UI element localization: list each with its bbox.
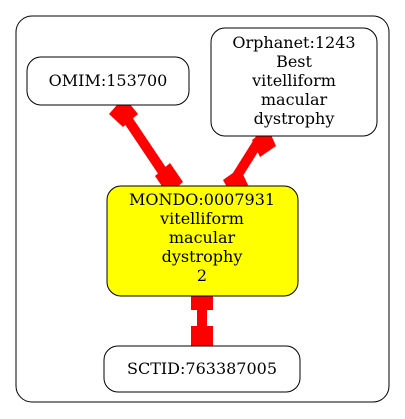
node-orphanet-box xyxy=(210,27,378,137)
node-sctid[interactable]: SCTID:763387005 xyxy=(103,345,301,393)
edge-mondo-sctid xyxy=(191,288,213,348)
node-mondo-label-4: dystrophy xyxy=(162,247,243,266)
edge-omim-mondo xyxy=(109,97,183,195)
node-omim-box xyxy=(26,56,190,106)
node-sctid-label: SCTID:763387005 xyxy=(127,359,277,378)
node-mondo-label-1: MONDO:0007931 xyxy=(129,190,275,209)
edge-omim-mondo-tail xyxy=(109,97,138,127)
node-omim[interactable]: OMIM:153700 xyxy=(26,56,190,106)
node-mondo-label-3: macular xyxy=(169,228,236,247)
edges xyxy=(109,97,276,348)
node-orphanet-label-5: dystrophy xyxy=(254,109,335,128)
node-orphanet-label-1: Orphanet:1243 xyxy=(232,33,355,52)
cluster-boundary xyxy=(15,15,390,403)
node-orphanet[interactable]: Orphanet:1243 Best vitelliform macular d… xyxy=(210,27,378,137)
node-mondo-label-2: vitelliform xyxy=(159,209,244,228)
node-orphanet-label-4: macular xyxy=(261,90,328,109)
node-mondo-box xyxy=(106,185,299,297)
node-orphanet-label-2: Best xyxy=(276,52,312,71)
node-omim-label: OMIM:153700 xyxy=(49,71,168,90)
node-sctid-box xyxy=(103,345,301,393)
node-mondo-label-5: 2 xyxy=(197,266,207,285)
edge-mondo-sctid-head xyxy=(191,326,213,348)
node-orphanet-label-3: vitelliform xyxy=(251,71,336,90)
node-mondo[interactable]: MONDO:0007931 vitelliform macular dystro… xyxy=(106,185,299,297)
